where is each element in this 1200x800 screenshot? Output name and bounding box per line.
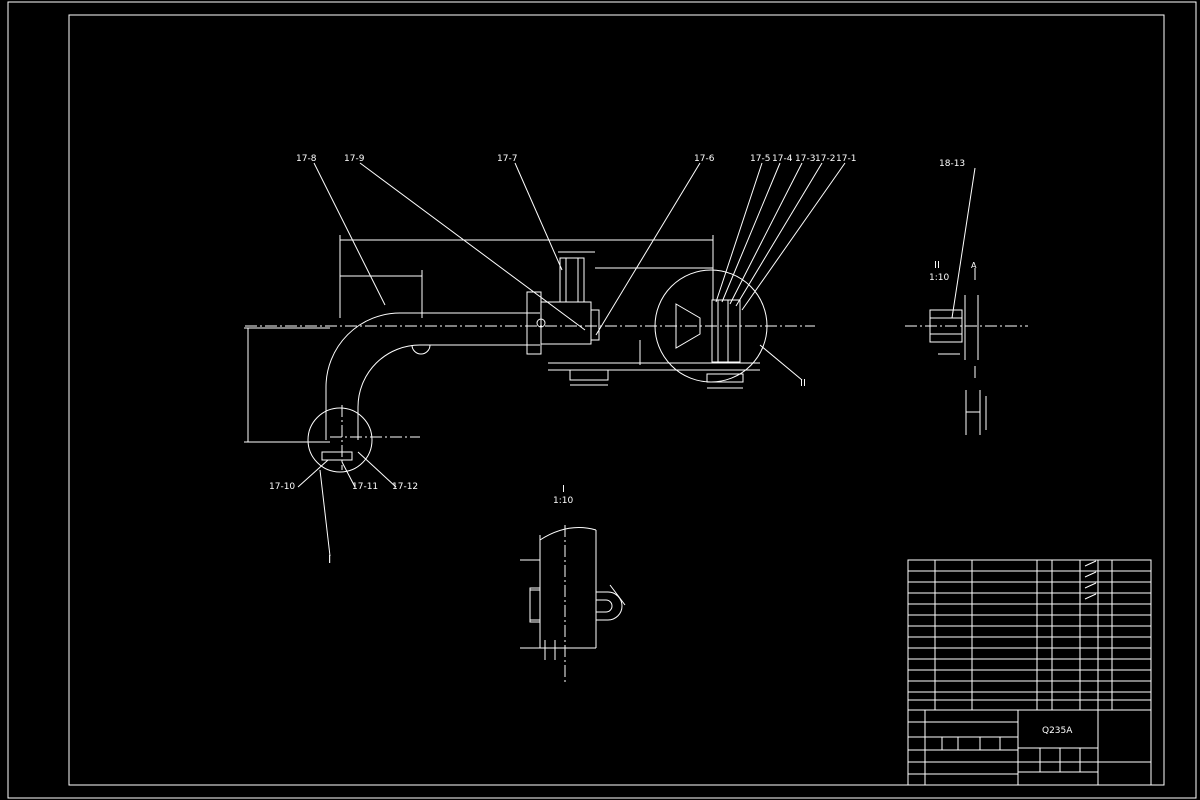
main-view <box>244 235 815 473</box>
part-label-17-12: 17-12 <box>392 482 418 492</box>
detail-view-i <box>520 525 626 685</box>
part-label-17-11: 17-11 <box>352 482 378 492</box>
title-block <box>907 559 1152 786</box>
part-label-17-5: 17-5 <box>750 154 770 164</box>
part-label-18-13: 18-13 <box>939 159 965 169</box>
leader-lines <box>297 162 976 557</box>
detail-ii-marker: II <box>800 378 806 389</box>
detail-ii-title: II <box>934 260 940 271</box>
part-label-17-4: 17-4 <box>772 154 793 164</box>
detail-view-ii <box>905 268 1028 435</box>
label-layer: 17-8 17-9 17-7 17-6 17-5 17-4 17-3 17-2 … <box>269 154 1073 736</box>
detail-ii-scale: 1:10 <box>929 273 949 283</box>
part-label-17-3: 17-3 <box>795 154 815 164</box>
outer-border <box>7 1 1197 799</box>
detail-i-marker: I <box>328 553 331 566</box>
part-label-17-1: 17-1 <box>836 154 856 164</box>
detail-i-title: I <box>562 484 565 495</box>
material-label: Q235A <box>1042 726 1073 736</box>
detail-i-scale: 1:10 <box>553 496 573 506</box>
part-label-17-2: 17-2 <box>815 154 835 164</box>
part-label-17-10: 17-10 <box>269 482 295 492</box>
part-label-17-9: 17-9 <box>344 154 365 164</box>
part-label-17-7: 17-7 <box>497 154 517 164</box>
part-label-17-6: 17-6 <box>694 154 715 164</box>
inner-frame <box>68 14 1165 786</box>
section-a-label: A <box>971 261 977 270</box>
part-label-17-8: 17-8 <box>296 154 317 164</box>
